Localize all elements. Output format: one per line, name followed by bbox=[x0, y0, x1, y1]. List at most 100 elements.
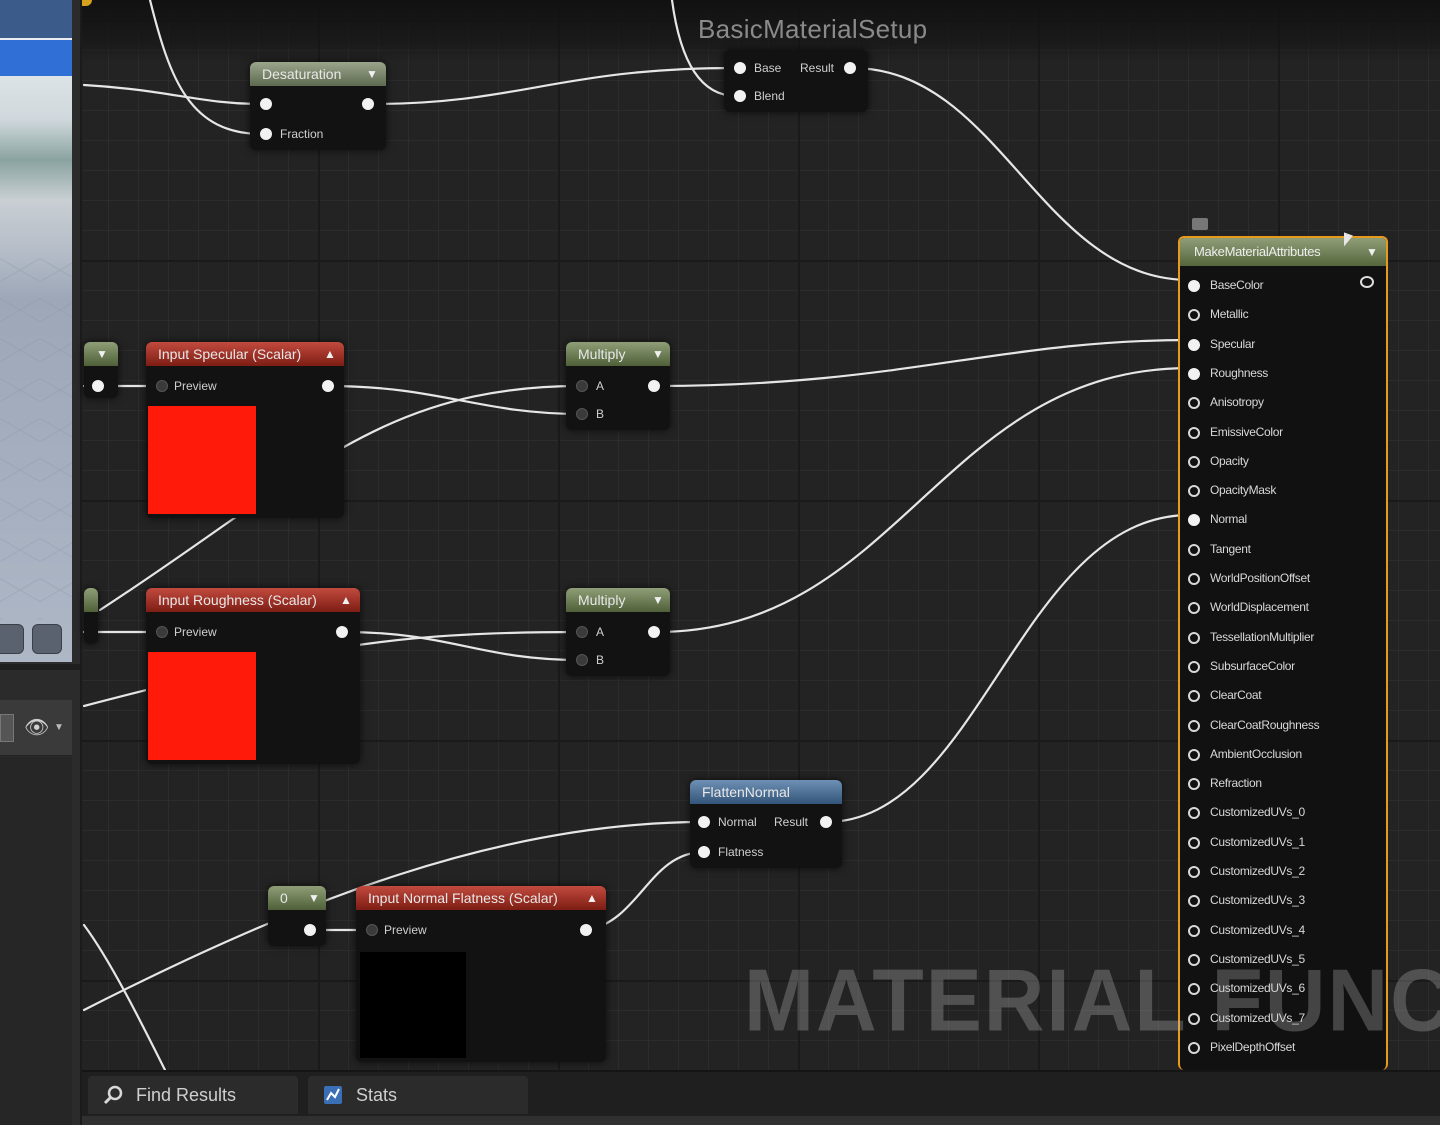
output-pin[interactable] bbox=[648, 626, 660, 638]
viewport-shape-button[interactable] bbox=[0, 624, 24, 654]
desaturation-node[interactable]: Desaturation ▼ Fraction bbox=[250, 62, 386, 150]
blend-pin[interactable] bbox=[734, 90, 746, 102]
output-pin[interactable] bbox=[304, 924, 316, 936]
attribute-row-roughness[interactable]: Roughness bbox=[1188, 364, 1378, 384]
tab-stats[interactable]: Stats bbox=[308, 1076, 528, 1114]
input-pin[interactable] bbox=[1188, 367, 1200, 380]
node-comment-handle[interactable] bbox=[1192, 218, 1208, 230]
input-pin[interactable] bbox=[1188, 514, 1200, 527]
normal-pin[interactable] bbox=[698, 816, 710, 828]
multiply-node[interactable]: Multiply ▼ A B bbox=[566, 342, 670, 430]
multiply-node[interactable]: Multiply ▼ A B bbox=[566, 588, 670, 676]
attribute-row-clearcoat[interactable]: ClearCoat bbox=[1188, 686, 1378, 706]
viewport-preview[interactable] bbox=[0, 0, 72, 662]
attribute-row-subsurfacecolor[interactable]: SubsurfaceColor bbox=[1188, 657, 1378, 677]
attribute-row-clearcoatroughness[interactable]: ClearCoatRoughness bbox=[1188, 716, 1378, 736]
input-normal-flatness-node[interactable]: Input Normal Flatness (Scalar) ▲ Preview bbox=[356, 886, 606, 1062]
attribute-row-pixeldepthoffset[interactable]: PixelDepthOffset bbox=[1188, 1038, 1378, 1058]
attribute-row-customizeduvs_4[interactable]: CustomizedUVs_4 bbox=[1188, 921, 1378, 941]
input-pin[interactable] bbox=[1188, 455, 1200, 468]
attribute-row-customizeduvs_5[interactable]: CustomizedUVs_5 bbox=[1188, 950, 1378, 970]
input-roughness-node[interactable]: Input Roughness (Scalar) ▲ Preview bbox=[146, 588, 360, 764]
input-pin[interactable] bbox=[1188, 426, 1200, 439]
input-pin[interactable] bbox=[260, 98, 272, 110]
tab-find-results[interactable]: Find Results bbox=[88, 1076, 298, 1114]
result-pin[interactable] bbox=[844, 62, 856, 74]
attribute-row-tangent[interactable]: Tangent bbox=[1188, 540, 1378, 560]
input-pin[interactable] bbox=[1188, 631, 1200, 644]
attribute-row-worlddisplacement[interactable]: WorldDisplacement bbox=[1188, 598, 1378, 618]
attribute-row-ambientocclusion[interactable]: AmbientOcclusion bbox=[1188, 745, 1378, 765]
b-pin[interactable] bbox=[576, 654, 588, 666]
attribute-row-customizeduvs_0[interactable]: CustomizedUVs_0 bbox=[1188, 803, 1378, 823]
output-pin[interactable] bbox=[362, 98, 374, 110]
viewport-preview-mesh-button[interactable] bbox=[32, 624, 62, 654]
b-pin[interactable] bbox=[576, 408, 588, 420]
input-pin[interactable] bbox=[1188, 778, 1200, 791]
eye-icon[interactable]: 👁 bbox=[24, 717, 50, 739]
collapse-caret-icon[interactable]: ▼ bbox=[366, 67, 378, 81]
collapse-caret-icon[interactable]: ▼ bbox=[96, 347, 108, 361]
input-pin[interactable] bbox=[1188, 280, 1200, 292]
collapse-caret-icon[interactable]: ▲ bbox=[324, 347, 336, 361]
input-pin[interactable] bbox=[1188, 924, 1200, 937]
input-pin[interactable] bbox=[1188, 983, 1200, 996]
blend-node[interactable]: Base Result Blend bbox=[724, 50, 868, 112]
attribute-row-refraction[interactable]: Refraction bbox=[1188, 774, 1378, 794]
attribute-row-emissivecolor[interactable]: EmissiveColor bbox=[1188, 423, 1378, 443]
input-pin[interactable] bbox=[1188, 602, 1200, 615]
input-pin[interactable] bbox=[1188, 748, 1200, 761]
output-pin[interactable] bbox=[92, 380, 104, 392]
input-pin[interactable] bbox=[1188, 1012, 1200, 1025]
input-pin[interactable] bbox=[1188, 807, 1200, 820]
attribute-row-specular[interactable]: Specular bbox=[1188, 335, 1378, 355]
constant-node[interactable]: 0 ▼ bbox=[268, 886, 326, 946]
input-pin[interactable] bbox=[1188, 836, 1200, 849]
collapse-caret-icon[interactable]: ▼ bbox=[652, 347, 664, 361]
collapse-caret-icon[interactable]: ▼ bbox=[308, 891, 320, 905]
preview-input-pin[interactable] bbox=[156, 380, 168, 392]
input-pin[interactable] bbox=[1188, 309, 1200, 322]
result-pin[interactable] bbox=[820, 816, 832, 828]
collapse-caret-icon[interactable]: ▼ bbox=[1366, 245, 1378, 259]
preview-input-pin[interactable] bbox=[366, 924, 378, 936]
input-pin[interactable] bbox=[1188, 895, 1200, 908]
flatness-pin[interactable] bbox=[698, 846, 710, 858]
input-specular-node[interactable]: Input Specular (Scalar) ▲ Preview bbox=[146, 342, 344, 518]
input-pin[interactable] bbox=[1188, 573, 1200, 585]
partial-node[interactable] bbox=[84, 588, 98, 644]
attribute-row-customizeduvs_1[interactable]: CustomizedUVs_1 bbox=[1188, 833, 1378, 853]
input-pin[interactable] bbox=[1188, 543, 1200, 556]
a-pin[interactable] bbox=[576, 626, 588, 638]
output-pin[interactable] bbox=[1360, 276, 1374, 288]
attribute-row-customizeduvs_7[interactable]: CustomizedUVs_7 bbox=[1188, 1009, 1378, 1029]
attribute-row-anisotropy[interactable]: Anisotropy bbox=[1188, 393, 1378, 413]
input-pin[interactable] bbox=[1188, 866, 1200, 878]
panel-divider[interactable] bbox=[0, 664, 80, 670]
fraction-pin[interactable] bbox=[260, 128, 272, 140]
a-pin[interactable] bbox=[576, 380, 588, 392]
output-pin[interactable] bbox=[648, 380, 660, 392]
chevron-down-icon[interactable]: ▼ bbox=[54, 722, 64, 733]
partial-node[interactable]: ▼ bbox=[84, 342, 118, 398]
attribute-row-opacitymask[interactable]: OpacityMask bbox=[1188, 481, 1378, 501]
preview-input-pin[interactable] bbox=[156, 626, 168, 638]
collapse-caret-icon[interactable]: ▲ bbox=[340, 593, 352, 607]
base-pin[interactable] bbox=[734, 62, 746, 74]
input-pin[interactable] bbox=[1188, 690, 1200, 703]
attribute-row-customizeduvs_2[interactable]: CustomizedUVs_2 bbox=[1188, 862, 1378, 882]
input-pin[interactable] bbox=[1188, 1041, 1200, 1054]
list-icon[interactable] bbox=[0, 714, 14, 742]
output-pin[interactable] bbox=[580, 924, 592, 936]
input-pin[interactable] bbox=[1188, 397, 1200, 410]
attribute-row-customizeduvs_3[interactable]: CustomizedUVs_3 bbox=[1188, 891, 1378, 911]
flatten-normal-node[interactable]: FlattenNormal Normal Result Flatness bbox=[690, 780, 842, 868]
attribute-row-metallic[interactable]: Metallic bbox=[1188, 305, 1378, 325]
output-pin[interactable] bbox=[322, 380, 334, 392]
collapse-caret-icon[interactable]: ▲ bbox=[586, 891, 598, 905]
collapse-caret-icon[interactable]: ▼ bbox=[652, 593, 664, 607]
output-pin[interactable] bbox=[336, 626, 348, 638]
input-pin[interactable] bbox=[1188, 660, 1200, 673]
attribute-row-basecolor[interactable]: BaseColor bbox=[1188, 276, 1378, 296]
